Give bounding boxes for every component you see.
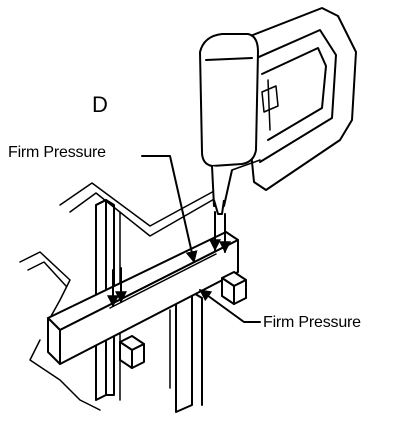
nailer-tool [199, 7, 357, 215]
stud-right [169, 291, 203, 413]
step-letter: D [92, 92, 108, 117]
spacer-block-right [221, 271, 247, 305]
callout-leaders [141, 155, 261, 323]
spacer-block-left [119, 335, 145, 369]
firm-pressure-label-top: Firm Pressure [8, 144, 106, 161]
firm-pressure-label-right: Firm Pressure [263, 314, 361, 331]
downward-arrows [107, 211, 231, 308]
